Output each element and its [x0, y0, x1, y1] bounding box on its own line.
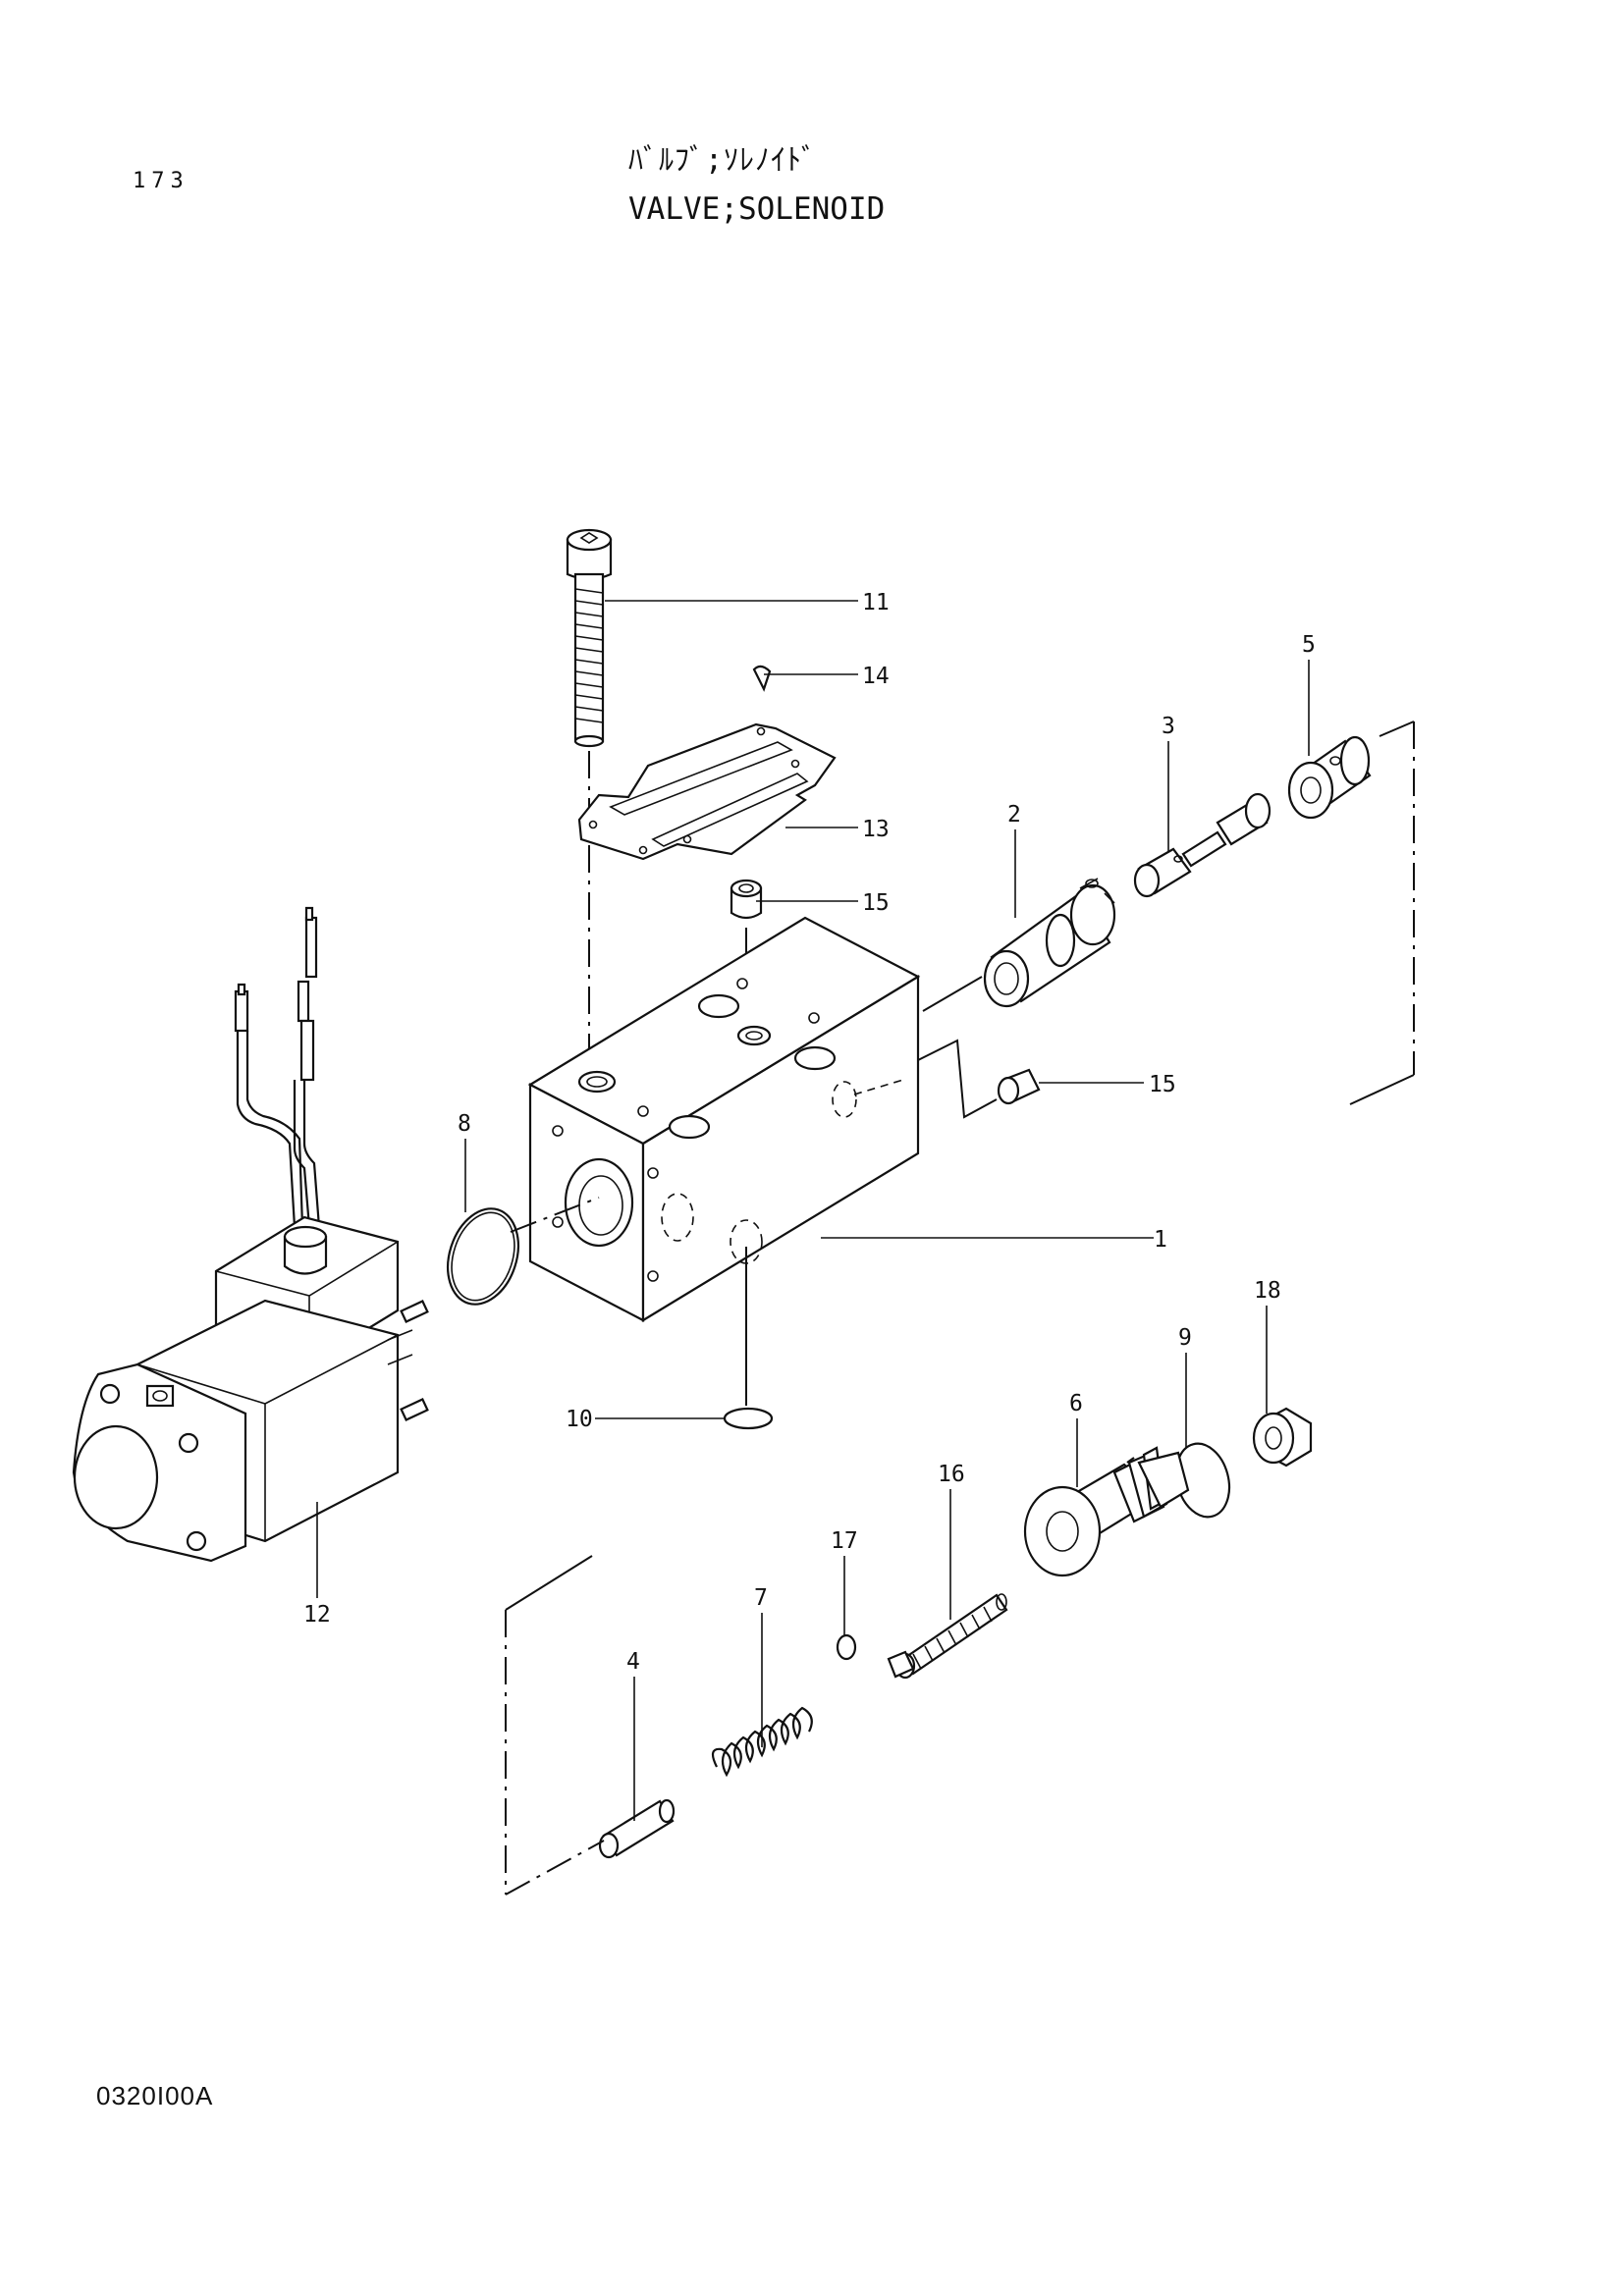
- part-spring: [711, 1706, 813, 1778]
- part-o-ring-small-bottom: [723, 1407, 774, 1430]
- callout-1: 1: [1154, 1227, 1167, 1253]
- frame-line-lower-top: [505, 1555, 593, 1611]
- part-pin-4: [598, 1798, 676, 1859]
- part-o-ring-large: [447, 1207, 519, 1306]
- callout-5: 5: [1302, 632, 1316, 658]
- part-spool: [1133, 792, 1271, 898]
- part-plug-upper: [730, 879, 763, 920]
- callout-15-upper: 15: [862, 890, 890, 916]
- part-solenoid: [72, 906, 429, 1563]
- assembly-line-oring: [510, 1197, 600, 1233]
- part-pin: [752, 665, 772, 692]
- callout-17: 17: [831, 1528, 858, 1554]
- frame-line-top: [1379, 721, 1415, 737]
- drawing-code: 0320I00A: [96, 2081, 214, 2110]
- callout-2: 2: [1007, 802, 1021, 828]
- part-plug-body: [1023, 1446, 1190, 1577]
- title-block: ﾊﾞﾙﾌﾞ;ｿﾚﾉｲﾄﾞ VALVE;SOLENOID: [628, 137, 885, 234]
- part-nut: [1252, 1407, 1313, 1468]
- assembly-line-side-plug: [917, 1039, 998, 1119]
- part-valve-body: [527, 916, 921, 1322]
- callout-14: 14: [862, 664, 890, 689]
- callout-12: 12: [303, 1602, 331, 1628]
- callout-6: 6: [1069, 1391, 1083, 1416]
- callout-13: 13: [862, 817, 890, 842]
- part-small-ring: [836, 1633, 857, 1661]
- part-sleeve: [983, 878, 1116, 1008]
- title-japanese: ﾊﾞﾙﾌﾞ;ｿﾚﾉｲﾄﾞ: [628, 143, 818, 178]
- callout-18: 18: [1254, 1278, 1281, 1304]
- leader-lines: [316, 600, 1310, 1821]
- part-adjust-screw: [887, 1593, 1008, 1680]
- frame-line-lower-bottom: [505, 1840, 605, 1896]
- callout-9: 9: [1178, 1325, 1192, 1351]
- callout-7: 7: [754, 1585, 768, 1611]
- assembly-line-sleeve: [922, 976, 983, 1012]
- callout-3: 3: [1162, 714, 1175, 739]
- callout-4: 4: [626, 1649, 640, 1675]
- title-english: VALVE;SOLENOID: [628, 191, 886, 227]
- part-plug-side: [997, 1068, 1041, 1105]
- page-number: 173: [133, 169, 189, 193]
- part-bolt: [566, 528, 613, 748]
- frame-line-bottom: [1349, 1074, 1415, 1105]
- callout-15-side: 15: [1149, 1072, 1176, 1097]
- callout-10: 10: [566, 1407, 593, 1432]
- callout-8: 8: [458, 1111, 471, 1137]
- part-gasket: [577, 722, 837, 861]
- callout-16: 16: [938, 1462, 965, 1487]
- callout-11: 11: [862, 590, 890, 615]
- part-cap: [1287, 735, 1372, 820]
